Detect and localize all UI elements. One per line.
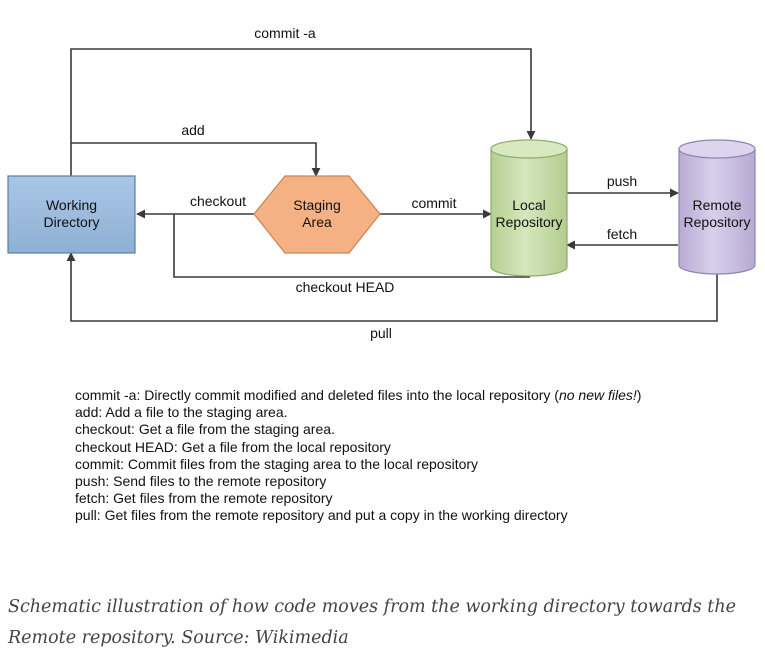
edge-label-add: add xyxy=(181,122,204,138)
edge-label-fetch: fetch xyxy=(607,226,637,242)
figure-caption: Schematic illustration of how code moves… xyxy=(8,597,736,648)
node-staging-area: Staging Area xyxy=(253,175,381,254)
remote-repository-label-2: Repository xyxy=(684,214,751,230)
working-directory-label-2: Directory xyxy=(43,214,99,230)
git-workflow-diagram: Working Directory Staging Area Local Rep… xyxy=(7,25,756,341)
edge-label-pull: pull xyxy=(370,325,392,341)
legend-checkout-head: checkout HEAD: Get a file from the local… xyxy=(75,438,391,455)
edge-commit-a xyxy=(70,48,536,176)
local-repository-label-2: Repository xyxy=(496,214,563,230)
legend-commit: commit: Commit files from the staging ar… xyxy=(75,455,479,472)
legend: commit -a: Directly commit modified and … xyxy=(75,387,641,525)
local-repository-label-1: Local xyxy=(512,197,545,213)
legend-pull: pull: Get files from the remote reposito… xyxy=(75,507,568,524)
node-remote-repository: Remote Repository xyxy=(678,139,756,275)
edge-checkout-head xyxy=(173,214,530,278)
staging-area-label-1: Staging xyxy=(293,197,340,213)
legend-commit-a-close: ) xyxy=(636,387,642,403)
edge-label-commit-a: commit -a xyxy=(254,25,316,41)
edge-label-checkout-head: checkout HEAD xyxy=(296,279,395,295)
edge-label-push: push xyxy=(607,173,637,189)
node-local-repository: Local Repository xyxy=(490,139,568,277)
edge-add xyxy=(71,142,321,177)
legend-fetch: fetch: Get files from the remote reposit… xyxy=(75,490,333,507)
staging-area-label-2: Area xyxy=(302,214,332,230)
edge-label-commit: commit xyxy=(411,195,456,211)
legend-add: add: Add a file to the staging area. xyxy=(75,404,288,421)
legend-commit-a: commit -a: Directly commit modified and … xyxy=(75,387,641,404)
edge-label-checkout: checkout xyxy=(190,193,246,209)
working-directory-label-1: Working xyxy=(46,197,97,213)
legend-checkout: checkout: Get a file from the staging ar… xyxy=(75,421,335,438)
legend-push: push: Send files to the remote repositor… xyxy=(75,473,327,490)
remote-repository-label-1: Remote xyxy=(692,197,741,213)
legend-commit-a-emphasis: no new files! xyxy=(558,387,637,403)
legend-commit-a-text: commit -a: Directly commit modified and … xyxy=(75,387,559,403)
node-working-directory: Working Directory xyxy=(7,175,136,254)
edge-pull xyxy=(66,252,718,322)
